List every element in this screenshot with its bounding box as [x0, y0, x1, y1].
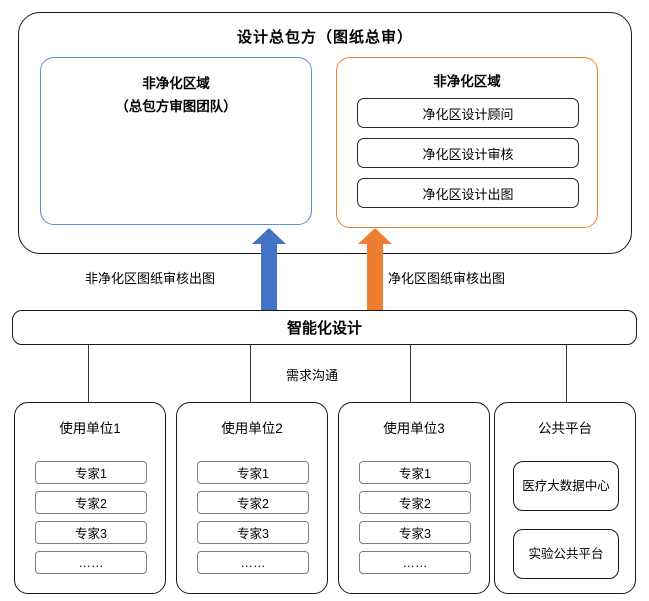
expert-item: 专家1 [197, 461, 309, 484]
user-unit-2-box: 使用单位2 专家1 专家2 专家3 …… [176, 402, 328, 594]
clean-area-item-drawing: 净化区设计出图 [357, 178, 579, 208]
flow-label-clean: 净化区图纸审核出图 [388, 271, 506, 286]
connector-line-1 [88, 345, 90, 402]
clean-area-region: 非净化区域 净化区设计顾问 净化区设计审核 净化区设计出图 [336, 57, 598, 228]
connector-line-3 [410, 345, 412, 402]
blue-arrow-head [252, 228, 286, 244]
expert-item: 专家2 [35, 491, 147, 514]
expert-item: 专家3 [359, 521, 471, 544]
non-clean-area-title: 非净化区域 [142, 76, 210, 91]
expert-item: 专家2 [197, 491, 309, 514]
page-title: 设计总包方（图纸总审） [236, 29, 413, 46]
expert-item-ellipsis: …… [35, 551, 147, 574]
clean-area-item-consultant: 净化区设计顾问 [357, 98, 579, 128]
user-unit-3-box: 使用单位3 专家1 专家2 专家3 …… [338, 402, 490, 594]
orange-up-arrow [358, 228, 392, 310]
medical-big-data-center-item: 医疗大数据中心 [513, 461, 619, 511]
public-platform-box: 公共平台 医疗大数据中心 实验公共平台 [494, 402, 636, 594]
user-unit-1-box: 使用单位1 专家1 专家2 专家3 …… [14, 402, 166, 594]
connector-line-4 [566, 345, 568, 402]
expert-item: 专家3 [197, 521, 309, 544]
expert-item: 专家1 [35, 461, 147, 484]
expert-item-ellipsis: …… [197, 551, 309, 574]
non-clean-area-region: 非净化区域 （总包方审图团队） [40, 57, 312, 225]
user-unit-3-title: 使用单位3 [383, 421, 445, 436]
demand-communication-label: 需求沟通 [282, 365, 343, 384]
blue-arrow-shaft [261, 243, 277, 310]
connector-line-2 [250, 345, 252, 402]
blue-up-arrow [252, 228, 286, 310]
public-platform-title: 公共平台 [538, 421, 592, 436]
clean-area-title: 非净化区域 [433, 74, 501, 89]
user-unit-2-title: 使用单位2 [221, 421, 283, 436]
orange-arrow-head [358, 228, 392, 244]
non-clean-area-subtitle: （总包方审图团队） [115, 99, 237, 114]
clean-area-item-review: 净化区设计审核 [357, 138, 579, 168]
expert-item: 专家3 [35, 521, 147, 544]
user-unit-1-title: 使用单位1 [59, 421, 121, 436]
expert-item: 专家2 [359, 491, 471, 514]
flow-label-non-clean: 非净化区图纸审核出图 [85, 271, 216, 286]
intelligent-design-bar: 智能化设计 [12, 310, 637, 345]
expert-item: 专家1 [359, 461, 471, 484]
expert-item-ellipsis: …… [359, 551, 471, 574]
orange-arrow-shaft [367, 243, 383, 310]
experiment-public-platform-item: 实验公共平台 [513, 529, 619, 579]
